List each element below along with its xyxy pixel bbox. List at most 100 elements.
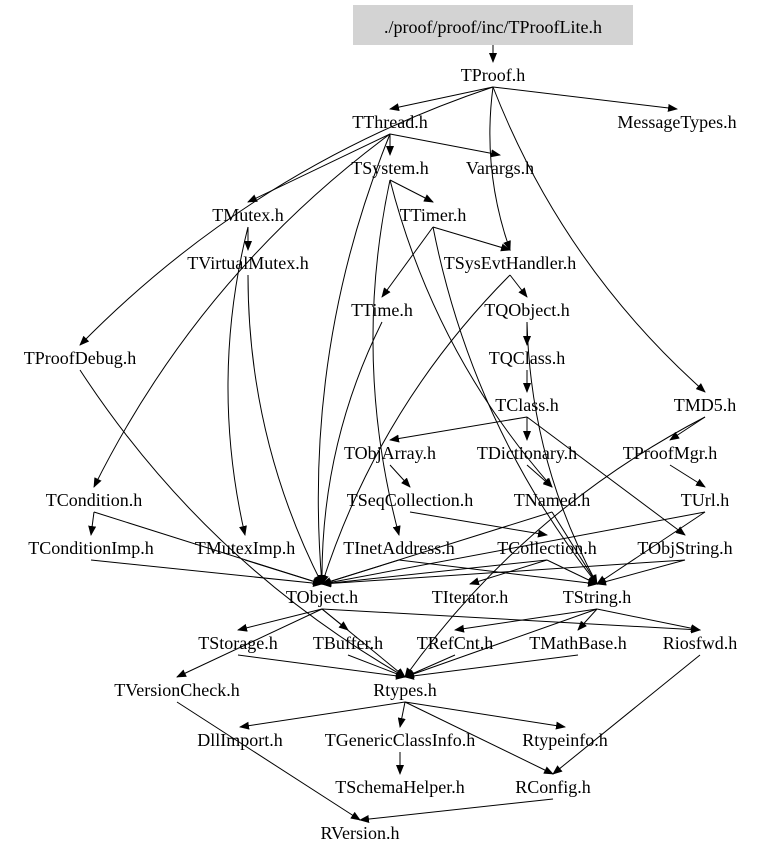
node-tnamed[interactable]: TNamed.h <box>514 490 590 510</box>
node-tproof[interactable]: TProof.h <box>461 65 526 85</box>
edge-tstring-to-trefcnt <box>454 608 598 633</box>
edge-tqobject-to-tstring <box>526 321 598 585</box>
edges <box>79 38 706 824</box>
node-tbuffer[interactable]: TBuffer.h <box>313 633 383 653</box>
node-rtypes[interactable]: Rtypes.h <box>373 680 437 700</box>
node-titerator[interactable]: TIterator.h <box>432 587 508 607</box>
edge-tstring-to-riosfwd <box>596 608 701 633</box>
edge-tseqcollection-to-tcollection <box>409 511 548 538</box>
edge-tthread-to-tmutex <box>247 133 391 203</box>
node-tthread[interactable]: TThread.h <box>352 112 427 132</box>
node-tobjstring[interactable]: TObjString.h <box>637 538 732 558</box>
node-tvirtualmutex[interactable]: TVirtualMutex.h <box>187 253 308 273</box>
node-tproofmgr[interactable]: TProofMgr.h <box>623 443 718 463</box>
edge-tobjstring-to-tobject <box>321 559 686 588</box>
node-tmutex[interactable]: TMutex.h <box>212 205 284 225</box>
edge-rconfig-to-rversion <box>359 798 554 824</box>
edge-tmd5-to-tproofmgr <box>669 416 706 441</box>
edge-turl-to-tstring <box>596 511 706 585</box>
node-tsysevthandler[interactable]: TSysEvtHandler.h <box>444 253 577 273</box>
node-rconfig[interactable]: RConfig.h <box>515 777 591 797</box>
edge-tinetaddress-to-tobject <box>321 559 400 586</box>
node-rtypeinfo[interactable]: Rtypeinfo.h <box>522 730 608 750</box>
node-tobject[interactable]: TObject.h <box>286 587 358 607</box>
edge-tproofmgr-to-turl <box>669 464 706 488</box>
edge-tclass-to-tobjarray <box>389 416 528 443</box>
edge-tsystem-to-tnamed <box>389 179 553 488</box>
node-tmathbase[interactable]: TMathBase.h <box>529 633 626 653</box>
node-tproofdebug[interactable]: TProofDebug.h <box>24 348 136 368</box>
edge-tobject-to-tversioncheck <box>176 608 323 678</box>
node-tobjarray[interactable]: TObjArray.h <box>344 443 436 463</box>
edge-tobjstring-to-tstring <box>596 559 686 586</box>
edge-tstring-to-tmathbase <box>577 608 598 631</box>
edge-tthread-to-tcondition <box>93 133 391 488</box>
node-ttime[interactable]: TTime.h <box>351 300 413 320</box>
node-tqobject[interactable]: TQObject.h <box>484 300 569 320</box>
root-node[interactable]: ./proof/proof/inc/TProofLite.h <box>384 17 602 37</box>
edge-riosfwd-to-rconfig <box>552 654 701 775</box>
edge-rtypes-to-tgenericclassinfo <box>397 701 406 728</box>
edge-tobjarray-to-tseqcollection <box>389 464 411 488</box>
edge-tnamed-to-tstring <box>551 511 598 585</box>
edge-tsysevthandler-to-tqobject <box>509 274 528 298</box>
node-tcollection[interactable]: TCollection.h <box>497 538 596 558</box>
edge-rtypes-to-rtypeinfo <box>404 701 566 730</box>
edge-tvirtualmutex-to-tobject <box>247 274 323 585</box>
node-tmd5[interactable]: TMD5.h <box>674 395 737 415</box>
edge-tmd5-to-rtypes <box>404 416 706 678</box>
edge-tversioncheck-to-rversion <box>176 701 361 821</box>
edge-tproof-to-messagetypes <box>492 86 678 112</box>
edge-tthread-to-tobject <box>317 133 391 585</box>
edge-tmuteximp-to-tobject <box>244 559 323 586</box>
node-turl[interactable]: TUrl.h <box>681 490 730 510</box>
node-tversioncheck[interactable]: TVersionCheck.h <box>114 680 239 700</box>
edge-tsystem-to-tinetaddress <box>372 179 401 536</box>
edge-tcondition-to-tconditionimp <box>88 511 97 536</box>
edge-tproof-to-tsysevthandler <box>489 86 511 251</box>
node-tstorage[interactable]: TStorage.h <box>198 633 277 653</box>
edge-tclass-to-tobjstring <box>526 416 686 536</box>
node-tgenericclassinfo[interactable]: TGenericClassInfo.h <box>325 730 475 750</box>
edge-tproof-to-tmd5 <box>492 86 706 393</box>
edge-tcollection-to-tobject <box>321 559 548 588</box>
edge-ttimer-to-ttime <box>381 226 434 298</box>
edge-rtypes-to-rconfig <box>404 701 554 775</box>
node-tclass[interactable]: TClass.h <box>495 395 559 415</box>
node-dllimport[interactable]: DllImport.h <box>197 730 283 750</box>
edge-tproof-to-tthread <box>389 86 494 112</box>
node-tconditionimp[interactable]: TConditionImp.h <box>28 538 154 558</box>
node-tstring[interactable]: TString.h <box>563 587 632 607</box>
node-messagetypes[interactable]: MessageTypes.h <box>617 112 736 132</box>
edge-tobject-to-riosfwd <box>321 608 701 634</box>
edge-turl-to-tobject <box>321 511 706 587</box>
edge-tdictionary-to-tnamed <box>526 464 553 488</box>
node-tdictionary[interactable]: TDictionary.h <box>477 443 577 463</box>
node-tseqcollection[interactable]: TSeqCollection.h <box>347 490 473 510</box>
edge-tthread-to-varargs <box>389 133 501 158</box>
edge-ttimer-to-tstring <box>432 226 598 585</box>
edge-ttimer-to-tsysevthandler <box>432 226 511 252</box>
node-tschemahelper[interactable]: TSchemaHelper.h <box>335 777 464 797</box>
node-ttimer[interactable]: TTimer.h <box>400 205 467 225</box>
edge-tmutex-to-tmuteximp <box>227 226 249 536</box>
node-varargs[interactable]: Varargs.h <box>466 158 534 178</box>
edge-tproofdebug-to-rtypes <box>79 369 406 678</box>
root-node-box <box>353 5 633 45</box>
node-tqclass[interactable]: TQClass.h <box>489 348 566 368</box>
node-tcondition[interactable]: TCondition.h <box>46 490 143 510</box>
node-riosfwd[interactable]: Riosfwd.h <box>663 633 738 653</box>
node-tmuteximp[interactable]: TMutexImp.h <box>195 538 296 558</box>
edge-rtypes-to-dllimport <box>239 701 406 730</box>
edge-ttime-to-tobject <box>317 321 383 585</box>
edge-tconditionimp-to-tobject <box>90 559 323 588</box>
edge-tsystem-to-ttimer <box>389 179 434 203</box>
edge-tmathbase-to-rtypes <box>404 654 579 680</box>
node-trefcnt[interactable]: TRefCnt.h <box>417 633 494 653</box>
node-tsystem[interactable]: TSystem.h <box>351 158 429 178</box>
edge-tobject-to-tstorage <box>237 608 323 632</box>
nodes: ./proof/proof/inc/TProofLite.hTProof.hMe… <box>24 5 738 843</box>
node-rversion[interactable]: RVersion.h <box>320 823 399 843</box>
node-tinetaddress[interactable]: TInetAddress.h <box>343 538 454 558</box>
